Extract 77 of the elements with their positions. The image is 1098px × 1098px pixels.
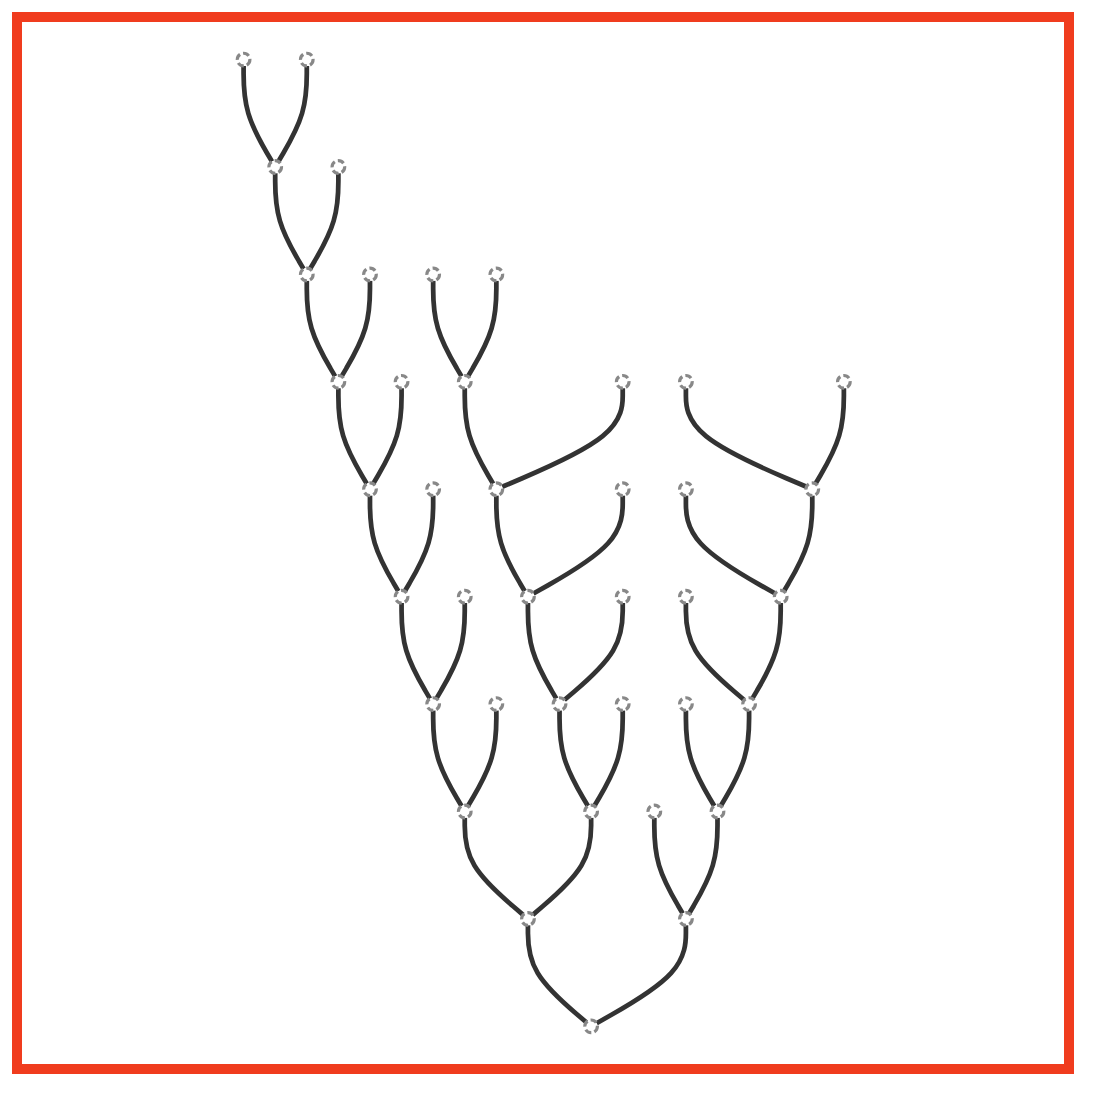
circle-node [550,696,567,713]
circle-node [677,374,694,390]
connector [398,603,432,700]
connector [366,495,400,593]
circle-node [456,803,472,820]
circle-node [708,803,725,820]
connector [461,388,495,486]
circle-node [456,588,472,605]
circle-node [298,51,314,68]
circle-node [835,374,852,390]
connector [749,603,783,700]
circle-node [424,696,441,713]
circle-node [614,696,630,713]
circle-node [329,374,346,390]
circle-node [424,481,441,498]
circle-node [582,1018,599,1035]
connector [240,65,274,163]
connector [307,173,340,271]
circle-node [645,803,662,820]
circle-node [487,266,504,283]
connector [812,388,846,486]
connector [493,495,527,593]
circle-node [677,696,694,713]
circle-node [456,374,472,390]
connector [524,925,588,1025]
connector [524,603,558,700]
connector [433,603,467,700]
circle-node [487,696,504,713]
circle-node [519,588,536,605]
connector [275,65,309,163]
circle-node [424,266,441,283]
circle-node [803,481,820,498]
connector [335,388,369,486]
circle-node [361,266,378,283]
circle-node [614,481,630,498]
connector [303,280,337,378]
circle-node [392,588,409,605]
circle-node [329,159,346,175]
circle-node [298,266,314,283]
circle-node [614,588,630,605]
connector [530,817,593,917]
connector [781,495,814,593]
connector [531,495,625,596]
circle-node [740,696,757,713]
connector [682,495,776,596]
connector [338,280,372,378]
connector [562,603,625,702]
circle-node [519,911,536,927]
connector [682,603,746,702]
circle-node [677,481,694,498]
connector [461,817,524,917]
connector [370,388,404,486]
circle-node [266,159,283,175]
connector [682,388,807,489]
circle-node [772,588,788,605]
connector [556,710,590,808]
connector [686,817,720,915]
connector [682,710,716,808]
connector [591,710,625,808]
circle-node [614,374,630,390]
circle-node [234,51,251,68]
circle-node [677,588,694,605]
circle-node [582,803,599,820]
connector [651,817,684,915]
circle-node [487,481,504,498]
connector [430,710,463,808]
connector [272,173,305,271]
circle-node [392,374,409,390]
circle-node [361,481,378,498]
connector [465,710,498,808]
connector [717,710,751,808]
connector [401,495,435,593]
connector [430,280,463,378]
connector [465,280,498,378]
connector [594,925,688,1026]
connector [500,388,625,489]
circle-node [677,911,694,927]
